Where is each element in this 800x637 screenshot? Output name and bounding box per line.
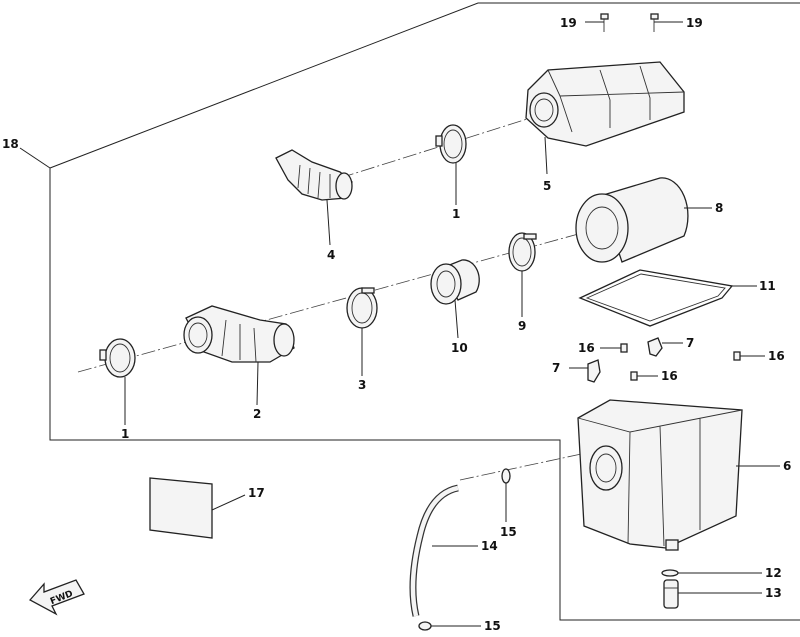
callout-15-lower: 15 — [484, 619, 501, 633]
callout-2: 2 — [253, 407, 261, 421]
callout-7-right: 7 — [686, 336, 694, 350]
airbox-part-6 — [577, 399, 743, 551]
clip-part-15-lower — [418, 621, 432, 631]
axis-line-box — [459, 449, 601, 481]
callout-12: 12 — [765, 566, 782, 580]
callout-16-c: 16 — [768, 349, 785, 363]
bolt-part-19-left — [600, 13, 609, 32]
callout-18: 18 — [2, 137, 19, 151]
callout-3: 3 — [358, 378, 366, 392]
plug-part-16-c — [733, 351, 741, 361]
callout-17: 17 — [248, 486, 265, 500]
plug-part-16-b — [630, 371, 638, 381]
callout-15-upper: 15 — [500, 525, 517, 539]
clamp-part-1-lower — [99, 338, 136, 378]
callout-19-right: 19 — [686, 16, 703, 30]
assembly-frame — [49, 2, 800, 621]
drain-hose-part-14-inner — [410, 485, 459, 617]
callout-9: 9 — [518, 319, 526, 333]
intake-duct-part-4 — [275, 149, 353, 201]
callout-8: 8 — [715, 201, 723, 215]
callout-16-b: 16 — [661, 369, 678, 383]
callout-7-left: 7 — [552, 361, 560, 375]
clamp-part-3 — [346, 287, 378, 329]
callout-5: 5 — [543, 179, 551, 193]
callout-16-a: 16 — [578, 341, 595, 355]
callout-11: 11 — [759, 279, 776, 293]
airbox-cover-part-5 — [525, 61, 685, 147]
intake-hose-part-2 — [183, 305, 295, 363]
callout-4: 4 — [327, 248, 335, 262]
bolt-part-19-right — [650, 13, 659, 32]
clamp-part-9 — [508, 232, 537, 272]
filter-element-part-8 — [575, 177, 689, 263]
clamp-part-1-upper — [435, 124, 467, 164]
ring-part-12 — [661, 569, 679, 577]
fitting-part-7-left — [587, 359, 601, 383]
drain-hose-part-14 — [409, 484, 459, 617]
gasket-part-11 — [578, 269, 734, 327]
axis-line-upper — [339, 114, 541, 179]
callout-1-lower: 1 — [121, 427, 129, 441]
callout-6: 6 — [783, 459, 791, 473]
callout-1-upper: 1 — [452, 207, 460, 221]
callout-19-left: 19 — [560, 16, 577, 30]
coupler-part-10 — [430, 259, 480, 305]
clip-part-15-upper — [501, 468, 511, 484]
label-sheet-part-17 — [149, 477, 213, 539]
callout-14: 14 — [481, 539, 498, 553]
forward-direction-arrow: FWD — [28, 579, 85, 616]
drain-plug-part-13 — [663, 579, 679, 609]
callout-10: 10 — [451, 341, 468, 355]
fitting-part-7-right — [647, 337, 663, 357]
callout-13: 13 — [765, 586, 782, 600]
plug-part-16-a — [620, 343, 628, 353]
